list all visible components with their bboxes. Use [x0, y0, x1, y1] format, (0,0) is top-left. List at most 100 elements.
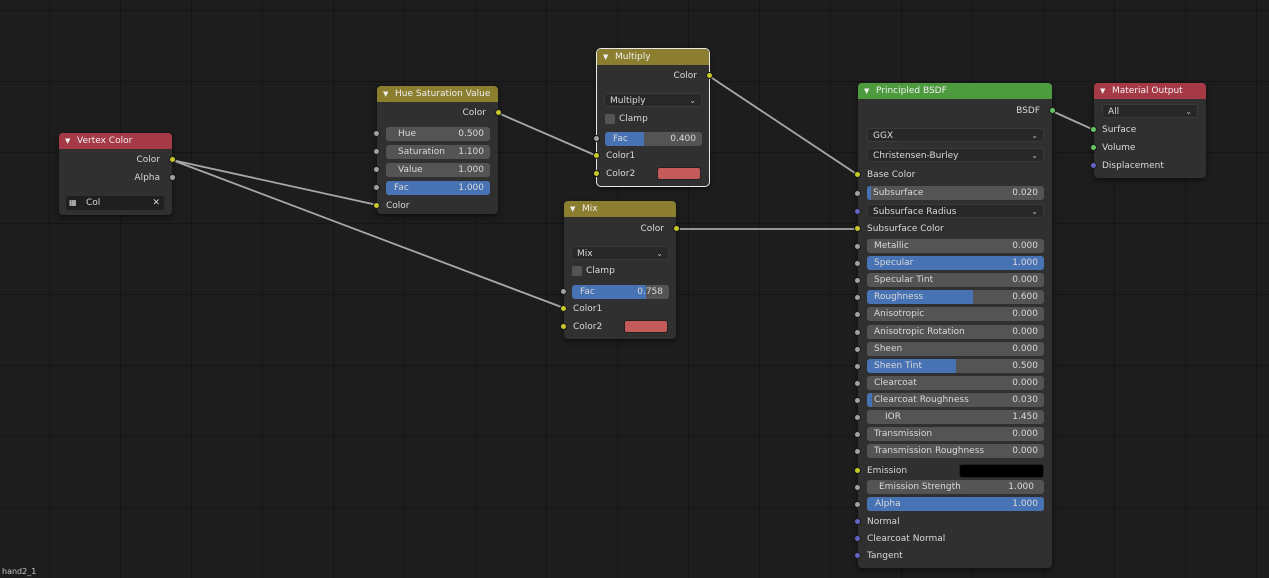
- input-label: Clearcoat Normal: [867, 534, 946, 544]
- input-socket[interactable]: [854, 208, 861, 215]
- field-value: 1.000: [1012, 499, 1038, 509]
- fac-field[interactable]: Fac 0.758: [572, 285, 669, 299]
- input-socket[interactable]: [854, 414, 861, 421]
- multiply-node[interactable]: ▼ Multiply Color Multiply ⌄ Clamp Fac 0.…: [593, 48, 713, 187]
- target-dropdown[interactable]: All ⌄: [1102, 104, 1198, 118]
- layer-field[interactable]: ▦ Col ✕: [66, 196, 164, 210]
- node-header[interactable]: ▼ Multiply: [597, 49, 709, 65]
- input-socket[interactable]: [854, 277, 861, 284]
- input-socket[interactable]: [373, 184, 380, 191]
- output-socket[interactable]: [169, 174, 176, 181]
- fac-field[interactable]: Fac 0.400: [605, 132, 702, 146]
- input-socket[interactable]: [854, 346, 861, 353]
- triangle-down-icon[interactable]: ▼: [603, 53, 609, 61]
- input-socket[interactable]: [560, 288, 567, 295]
- input-socket[interactable]: [373, 166, 380, 173]
- input-socket[interactable]: [854, 311, 861, 318]
- input-socket[interactable]: [593, 135, 600, 142]
- triangle-down-icon[interactable]: ▼: [570, 205, 576, 213]
- color2-swatch[interactable]: [657, 167, 701, 180]
- material-output-node[interactable]: ▼ Material Output All ⌄ Surface Volume D…: [1090, 83, 1206, 178]
- field-label: Specular Tint: [874, 275, 934, 285]
- distribution-dropdown[interactable]: GGX ⌄: [867, 128, 1044, 142]
- node-header[interactable]: ▼ Material Output: [1094, 83, 1206, 99]
- subsurface-field[interactable]: Subsurface 0.020: [867, 186, 1044, 200]
- blend-mode-dropdown[interactable]: Multiply ⌄: [604, 93, 702, 107]
- input-socket[interactable]: [854, 467, 861, 474]
- fac-field[interactable]: Fac 1.000: [386, 181, 490, 195]
- input-socket[interactable]: [854, 190, 861, 197]
- clamp-checkbox[interactable]: [605, 114, 615, 124]
- node-header[interactable]: ▼ Vertex Color: [59, 133, 172, 149]
- dropdown-value: GGX: [873, 131, 894, 141]
- input-socket[interactable]: [593, 170, 600, 177]
- output-socket[interactable]: [169, 156, 176, 163]
- triangle-down-icon[interactable]: ▼: [864, 87, 870, 95]
- input-socket[interactable]: [854, 243, 861, 250]
- saturation-field[interactable]: Saturation 1.100: [386, 145, 490, 159]
- blend-mode-dropdown[interactable]: Mix ⌄: [571, 246, 669, 260]
- alpha-field[interactable]: Alpha 1.000: [867, 497, 1044, 511]
- triangle-down-icon[interactable]: ▼: [65, 137, 71, 145]
- triangle-down-icon[interactable]: ▼: [1100, 87, 1106, 95]
- input-socket[interactable]: [854, 518, 861, 525]
- node-header[interactable]: ▼ Mix: [564, 201, 676, 217]
- input-socket[interactable]: [1090, 126, 1097, 133]
- hue-field[interactable]: Hue 0.500: [386, 127, 490, 141]
- input-socket[interactable]: [1090, 162, 1097, 169]
- vertex-color-node[interactable]: ▼ Vertex Color Color Alpha ▦ Col ✕: [59, 133, 176, 215]
- node-header[interactable]: ▼ Principled BSDF: [858, 83, 1052, 99]
- input-socket[interactable]: [854, 380, 861, 387]
- input-socket[interactable]: [854, 260, 861, 267]
- input-socket[interactable]: [854, 552, 861, 559]
- input-socket[interactable]: [854, 501, 861, 508]
- input-socket[interactable]: [560, 323, 567, 330]
- subsurface-radius-dropdown[interactable]: Subsurface Radius ⌄: [867, 204, 1044, 218]
- subsurface-method-dropdown[interactable]: Christensen-Burley ⌄: [867, 148, 1044, 162]
- clamp-checkbox[interactable]: [572, 266, 582, 276]
- input-socket[interactable]: [854, 535, 861, 542]
- input-socket[interactable]: [854, 225, 861, 232]
- emission-strength-field[interactable]: Emission Strength 1.000: [867, 480, 1044, 494]
- input-socket[interactable]: [854, 397, 861, 404]
- input-socket[interactable]: [854, 294, 861, 301]
- emission-swatch[interactable]: [959, 464, 1044, 478]
- hue-saturation-value-node[interactable]: ▼ Hue Saturation Value Color Hue 0.500 S…: [373, 86, 502, 214]
- input-socket[interactable]: [854, 484, 861, 491]
- input-socket[interactable]: [373, 130, 380, 137]
- close-icon[interactable]: ✕: [152, 198, 160, 208]
- value-field[interactable]: Value 1.000: [386, 163, 490, 177]
- input-socket[interactable]: [373, 148, 380, 155]
- input-socket[interactable]: [373, 202, 380, 209]
- output-socket[interactable]: [1049, 107, 1056, 114]
- output-socket[interactable]: [673, 225, 680, 232]
- input-socket[interactable]: [854, 448, 861, 455]
- node-header[interactable]: ▼ Hue Saturation Value: [377, 86, 498, 102]
- mix-node[interactable]: ▼ Mix Color Mix ⌄ Clamp Fac 0.758 Color1…: [560, 201, 680, 339]
- input-socket[interactable]: [854, 329, 861, 336]
- output-socket[interactable]: [495, 109, 502, 116]
- input-socket[interactable]: [854, 431, 861, 438]
- input-socket[interactable]: [593, 152, 600, 159]
- input-socket[interactable]: [854, 171, 861, 178]
- output-socket[interactable]: [706, 72, 713, 79]
- color2-swatch[interactable]: [624, 320, 668, 333]
- principled-bsdf-node[interactable]: ▼ Principled BSDF BSDF GGX ⌄ Christensen…: [854, 83, 1056, 568]
- input-socket[interactable]: [854, 363, 861, 370]
- input-socket[interactable]: [560, 305, 567, 312]
- input-socket[interactable]: [1090, 144, 1097, 151]
- triangle-down-icon[interactable]: ▼: [383, 90, 389, 98]
